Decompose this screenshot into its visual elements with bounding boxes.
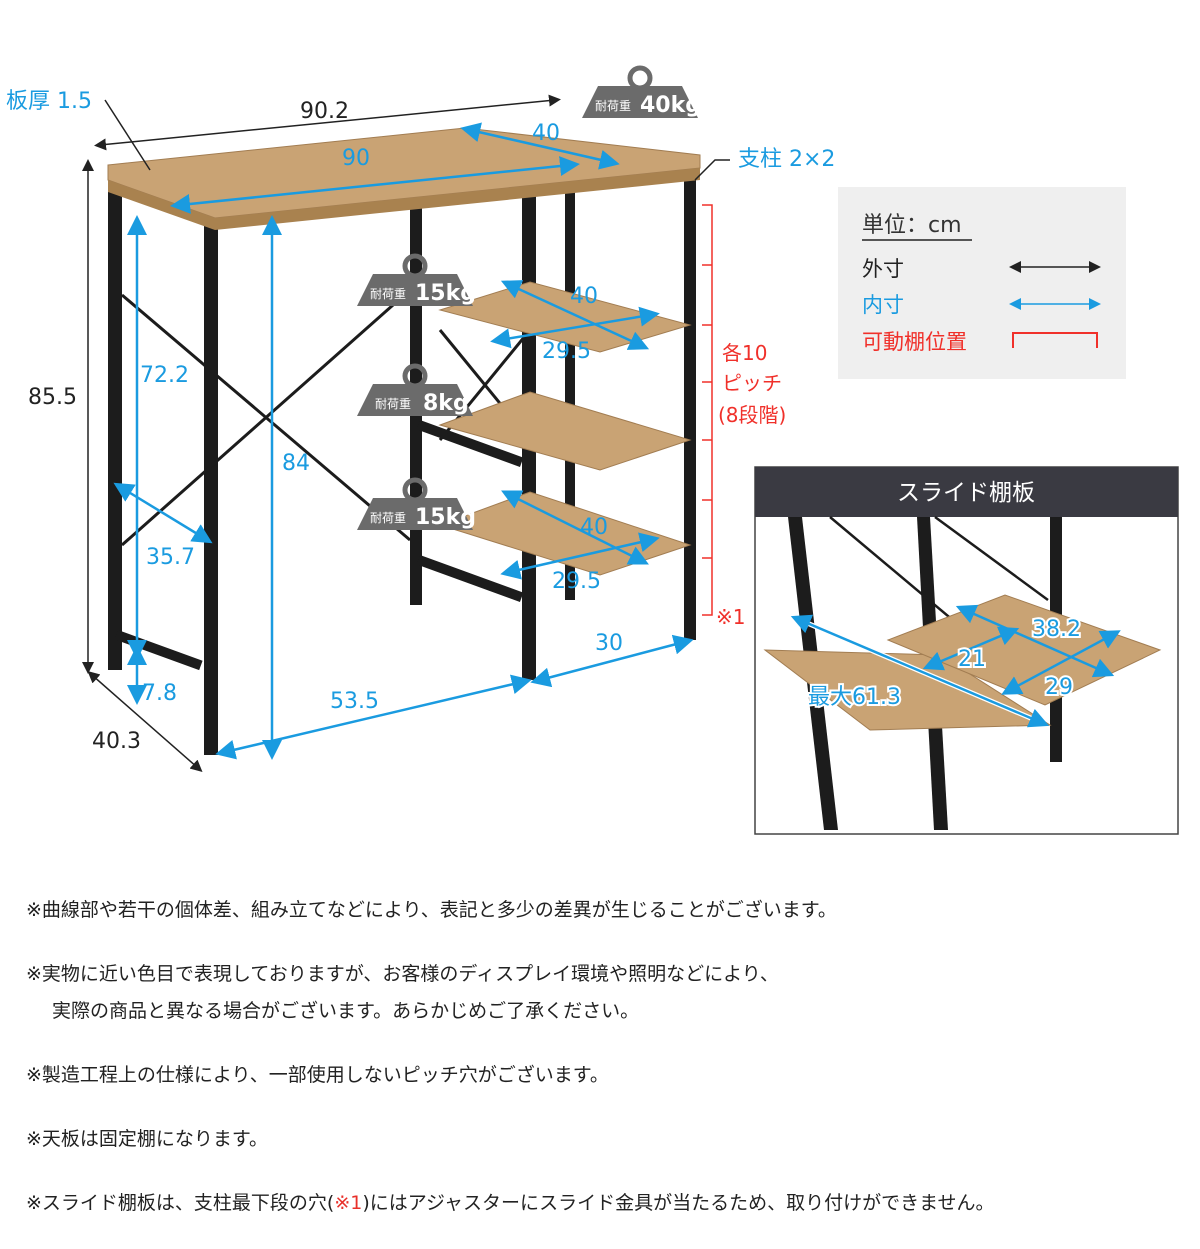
note-2: ※実物に近い色目で表現しておりますが、お客様のディスプレイ環境や照明などにより、… [26, 963, 779, 1022]
dim-top-depth [460, 122, 620, 170]
legend-movable: 可動棚位置 [862, 330, 967, 354]
load-badge-shelf1: 耐荷重 15kg [357, 256, 476, 306]
slide-panel-title: スライド棚板 [897, 480, 1035, 506]
legend-inner: 内寸 [862, 293, 904, 317]
slide-depth-a-label: 21 [958, 647, 986, 672]
pitch-label: 各10 [722, 341, 767, 365]
dim-outer-depth [87, 671, 203, 772]
note-5: ※スライド棚板は、支柱最下段の穴(※1)にはアジャスターにスライド金具が当たるた… [26, 1192, 995, 1214]
dim-outer-width [94, 94, 561, 151]
note-1: ※曲線部や若干の個体差、組み立てなどにより、表記と多少の差異が生じることがござい… [26, 899, 837, 921]
note-mark: ※1 [716, 605, 745, 629]
legend-box: 単位：cm 外寸 内寸 可動棚位置 [838, 187, 1126, 379]
svg-text:耐荷重: 耐荷重 [375, 397, 411, 411]
note-4: ※天板は固定棚になります。 [26, 1128, 269, 1150]
rack-width-label: 30 [595, 631, 623, 656]
foot-height-label: 7.8 [142, 681, 177, 706]
shelf3-depth-label: 29.5 [552, 569, 601, 594]
svg-text:8kg: 8kg [423, 391, 469, 416]
svg-text:耐荷重: 耐荷重 [370, 287, 406, 301]
pitch-label: ピッチ [722, 371, 782, 395]
svg-text:15kg: 15kg [415, 281, 476, 306]
shelf1-width-label: 40 [570, 284, 598, 309]
svg-text:耐荷重: 耐荷重 [370, 511, 406, 525]
load-badge-shelf2: 耐荷重 8kg [357, 366, 473, 416]
slide-width-label: 38.2 [1032, 617, 1081, 642]
post-label: 支柱 2×2 [738, 147, 835, 172]
outer-width-label: 90.2 [300, 99, 349, 124]
svg-text:耐荷重: 耐荷重 [595, 99, 631, 113]
legend-unit: 単位：cm [862, 213, 962, 238]
desk-dimension-diagram: 板厚 1.5 90.2 支柱 2×2 85.5 40.3 90 40 72.2 … [6, 0, 1179, 835]
outer-height-label: 85.5 [28, 385, 77, 410]
load-badge-shelf3: 耐荷重 15kg [357, 480, 476, 530]
notes: ※曲線部や若干の個体差、組み立てなどにより、表記と多少の差異が生じることがござい… [26, 892, 1186, 1249]
side-gap-label: 35.7 [146, 545, 195, 570]
leg-span-label: 53.5 [330, 689, 379, 714]
note-3: ※製造工程上の仕様により、一部使用しないピッチ穴がございます。 [26, 1064, 609, 1086]
inner-width-label: 90 [342, 146, 370, 171]
slide-max-label: 最大61.3 [808, 685, 901, 710]
shelf1-depth-label: 29.5 [542, 339, 591, 364]
shelf-bottom [438, 491, 692, 576]
inner-height-label: 84 [282, 451, 310, 476]
dim-inner-width [170, 156, 580, 214]
svg-text:40kg: 40kg [640, 93, 701, 118]
shelf-middle [438, 391, 692, 471]
shelf3-width-label: 40 [580, 515, 608, 540]
load-badge-top: 耐荷重 40kg [582, 68, 701, 118]
slide-shelf-panel: スライド棚板 38.2 21 29 最大61.3 [754, 466, 1179, 835]
slide-depth-b-label: 29 [1045, 675, 1073, 700]
pitch-label: (8段階) [718, 403, 786, 427]
top-depth-label: 40 [532, 121, 560, 146]
svg-text:15kg: 15kg [415, 505, 476, 530]
thickness-label: 板厚 1.5 [6, 89, 92, 114]
outer-depth-label: 40.3 [92, 729, 141, 754]
inner-height-left-label: 72.2 [140, 363, 189, 388]
movable-shelf-bracket [702, 204, 713, 616]
legend-outer: 外寸 [862, 257, 904, 281]
